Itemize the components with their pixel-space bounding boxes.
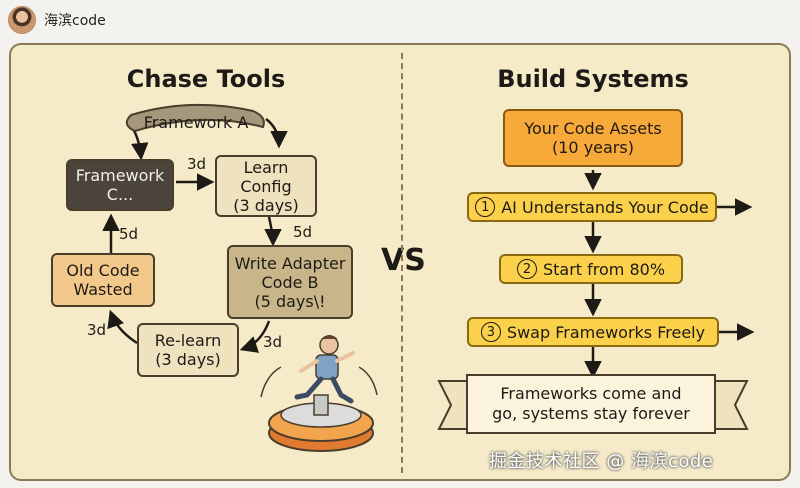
banner-ribbon [437,380,472,430]
step-2: 2 Start from 80% [499,254,683,284]
arrow-framework-a-to-learn [265,118,288,149]
right-title: Build Systems [497,65,689,93]
step-3: 3 Swap Frameworks Freely [467,317,719,347]
arrow-relearn-to-old [107,309,138,345]
framework-a-label: Framework A [143,113,249,132]
treadmill-illustration [260,366,378,452]
edge-label-learn-to-adapter: 5d [293,223,313,241]
banner-ribbon-right [710,380,749,430]
author-avatar[interactable] [8,6,36,34]
edge-label-old-to-c: 5d [119,225,139,243]
arrow-adapter-to-relearn [239,320,271,353]
diagram-connectors [102,103,755,452]
step-1: 1 AI Understands Your Code [467,192,717,222]
relearn-box: Re-learn (3 days) [137,323,239,377]
code-assets-box: Your Code Assets (10 years) [503,109,683,167]
step-1-label: AI Understands Your Code [501,197,709,217]
step-3-label: Swap Frameworks Freely [506,322,706,342]
step-3-number: 3 [480,322,501,342]
edge-label-adapter-to-relearn: 3d [263,333,283,351]
vs-label: VS [381,243,426,278]
banner-body [466,374,716,434]
author-name[interactable]: 海滨code [44,13,106,29]
step-1-number: 1 [475,197,496,217]
banner-text: Frameworks come and go, systems stay for… [492,384,690,423]
top-bar: 海滨code [0,0,800,40]
arrow-learn-to-adapter [264,216,282,247]
framework-a-ribbon [125,103,265,133]
edge-label-c-to-learn: 3d [187,155,207,173]
watermark: 掘金技术社区 @ 海滨code [489,451,714,472]
framework-c-box: Framework C... [66,159,174,211]
edge-label-relearn-to-old: 3d [87,321,107,339]
left-title: Chase Tools [126,65,286,93]
running-person-illustration [294,335,355,404]
diagram-card: Chase Tools Framework A Framework C... L… [9,43,791,481]
step-2-label: Start from 80% [542,259,666,279]
write-adapter-box: Write Adapter Code B (5 days\! [227,245,353,319]
learn-config-box: Learn Config (3 days) [215,155,317,217]
old-code-box: Old Code Wasted [51,253,155,307]
center-divider [401,53,403,473]
step-2-number: 2 [516,259,537,279]
